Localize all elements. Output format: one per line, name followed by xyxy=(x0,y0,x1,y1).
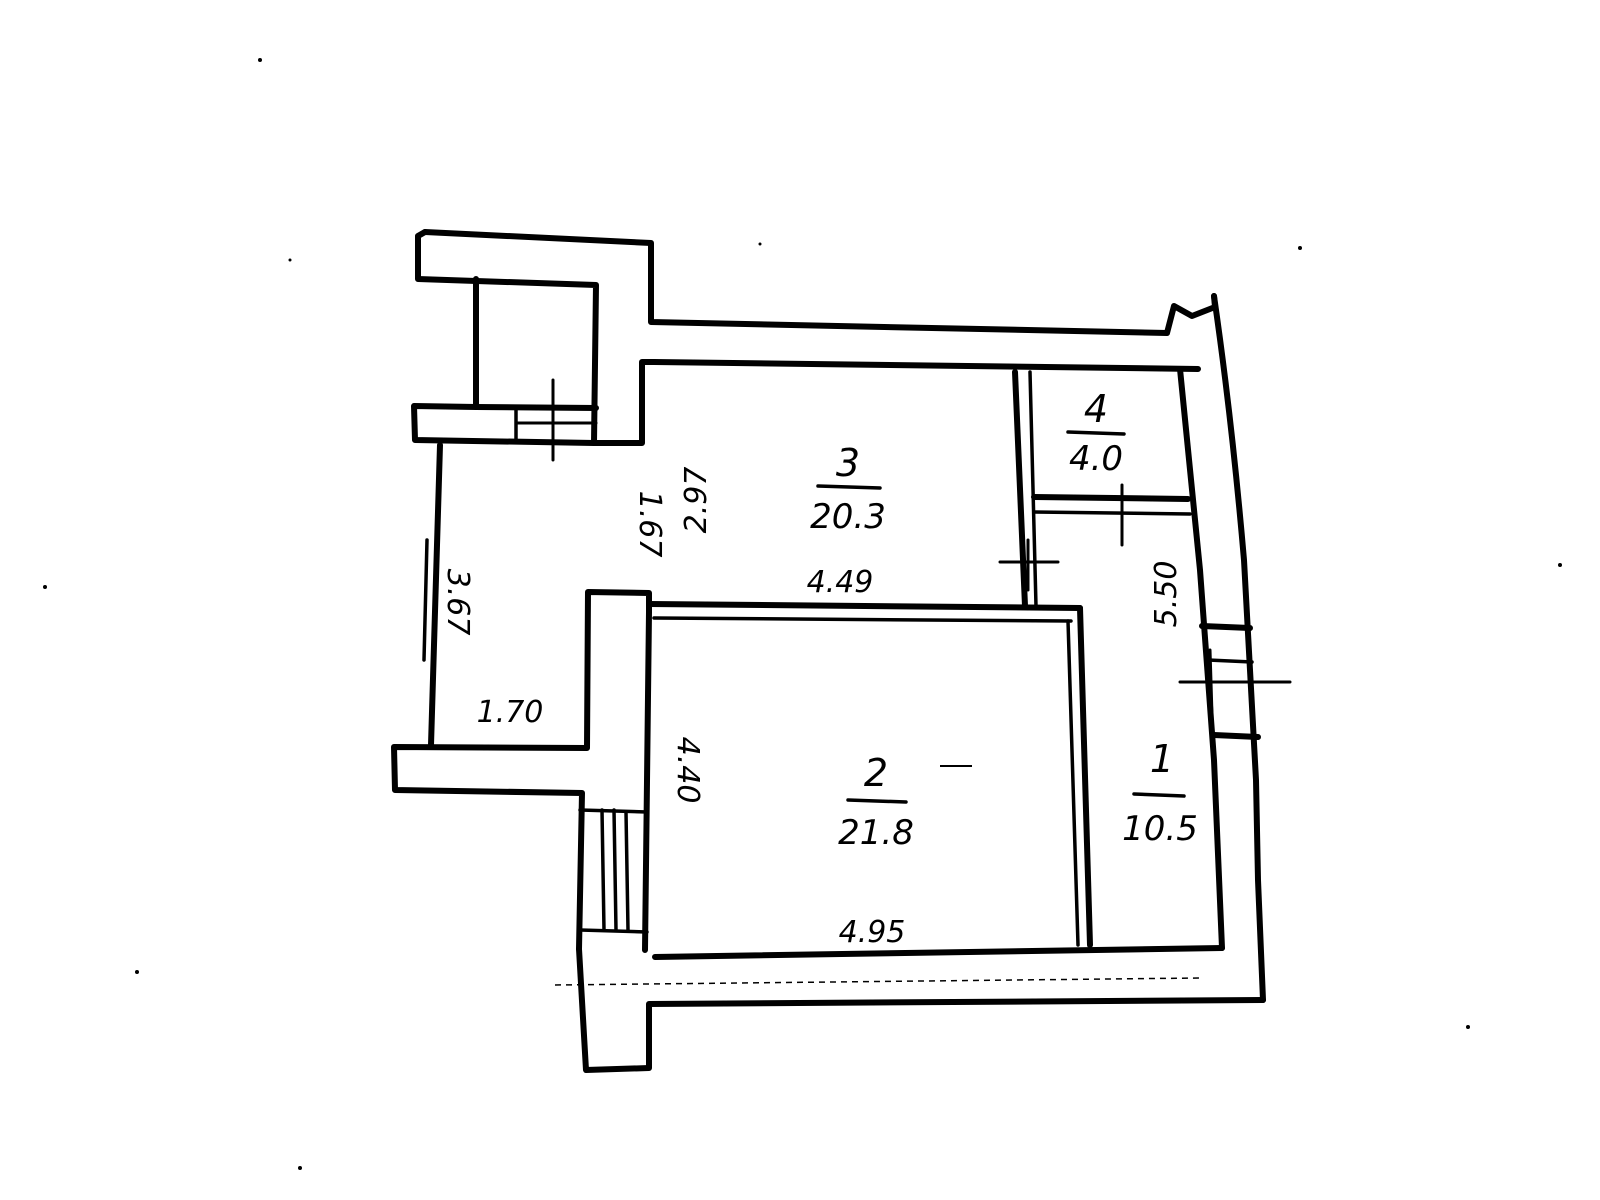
scan-specks xyxy=(43,58,1562,1170)
window-right-bottom xyxy=(1211,732,1261,740)
speck xyxy=(43,585,47,589)
outer-wall-left-upper xyxy=(411,276,597,446)
window-left-lower-2 xyxy=(612,808,618,932)
speck xyxy=(1558,563,1562,567)
partition-3-2-inner xyxy=(652,616,1073,623)
room-4-area: 4.0 xyxy=(1069,439,1123,479)
inner-wall-top xyxy=(651,359,1201,372)
partitions xyxy=(473,369,1261,953)
outer-walls xyxy=(391,229,1266,1073)
room-4: 4 4.0 xyxy=(1066,387,1126,479)
room-3: 3 20.3 xyxy=(810,441,886,537)
speck xyxy=(298,1166,302,1170)
room-4-number: 4 xyxy=(1084,387,1108,431)
door-marks xyxy=(514,378,1292,717)
door-tick-7 xyxy=(1208,648,1214,717)
inner-wall-bottom xyxy=(652,945,1225,960)
dim-1-67: 1.67 xyxy=(632,491,667,558)
room4-wall-left xyxy=(1012,369,1028,609)
speck xyxy=(1298,246,1302,250)
outer-wall-top-left-notch xyxy=(415,229,599,446)
window-left-lower-3 xyxy=(624,810,630,932)
room2-wall-right-inner xyxy=(1066,619,1080,947)
window-right-mid xyxy=(1206,658,1254,664)
room-2-area: 21.8 xyxy=(838,813,914,853)
room2-wall-right xyxy=(1077,605,1093,948)
room-1-fraction-line xyxy=(1132,792,1186,798)
room4-wall-bottom xyxy=(1031,494,1191,502)
outer-wall-bottom xyxy=(576,946,1266,1073)
dim-4-49: 4.49 xyxy=(807,565,874,600)
dashed-line xyxy=(554,977,1201,986)
room-1-area: 10.5 xyxy=(1122,809,1198,849)
speck xyxy=(135,970,139,974)
dim-3-67: 3.67 xyxy=(440,569,475,636)
room-3-fraction-line xyxy=(816,484,882,490)
speck xyxy=(288,258,292,262)
dim-5-50: 5.50 xyxy=(1149,561,1184,628)
upper-left-box xyxy=(473,404,599,411)
window-left-lower-1 xyxy=(600,808,606,932)
room-3-number: 3 xyxy=(836,441,860,485)
room4-wall-left-inner xyxy=(1028,370,1038,608)
speck xyxy=(758,242,762,246)
outer-wall-right xyxy=(1211,293,1266,1003)
dim-2-97: 2.97 xyxy=(679,467,714,534)
outer-wall-top xyxy=(422,229,1218,336)
dim-4-95: 4.95 xyxy=(839,915,906,950)
room2-wall-left xyxy=(642,609,652,953)
inner-wall-right xyxy=(1177,366,1225,951)
room-2-number: 2 xyxy=(864,751,888,795)
room-1-number: 1 xyxy=(1150,737,1174,781)
dimension-labels: 2.97 1.67 3.67 1.70 4.49 4.40 4.95 5.50 xyxy=(440,467,1184,950)
speck xyxy=(1466,1025,1470,1029)
room-4-fraction-line xyxy=(1066,430,1126,436)
window-left-lower-bottom xyxy=(578,928,649,934)
room-2: 2 21.8 xyxy=(838,751,972,853)
room-3-area: 20.3 xyxy=(810,497,886,537)
partition-3-2 xyxy=(646,601,1083,611)
corridor-window-line xyxy=(422,538,429,662)
room-1: 1 10.5 xyxy=(1122,737,1198,849)
outer-wall-left-lower xyxy=(391,589,652,952)
speck xyxy=(258,58,262,62)
wall-corridor-upper xyxy=(591,359,657,446)
room-2-fraction-line xyxy=(846,798,908,804)
outer-wall-corridor xyxy=(428,442,443,748)
window-left-lower-top xyxy=(578,808,649,814)
dim-1-70: 1.70 xyxy=(477,695,544,730)
window-right-top xyxy=(1199,623,1253,631)
room4-wall-bottom-inner xyxy=(1032,510,1192,516)
dim-4-40: 4.40 xyxy=(670,737,705,804)
